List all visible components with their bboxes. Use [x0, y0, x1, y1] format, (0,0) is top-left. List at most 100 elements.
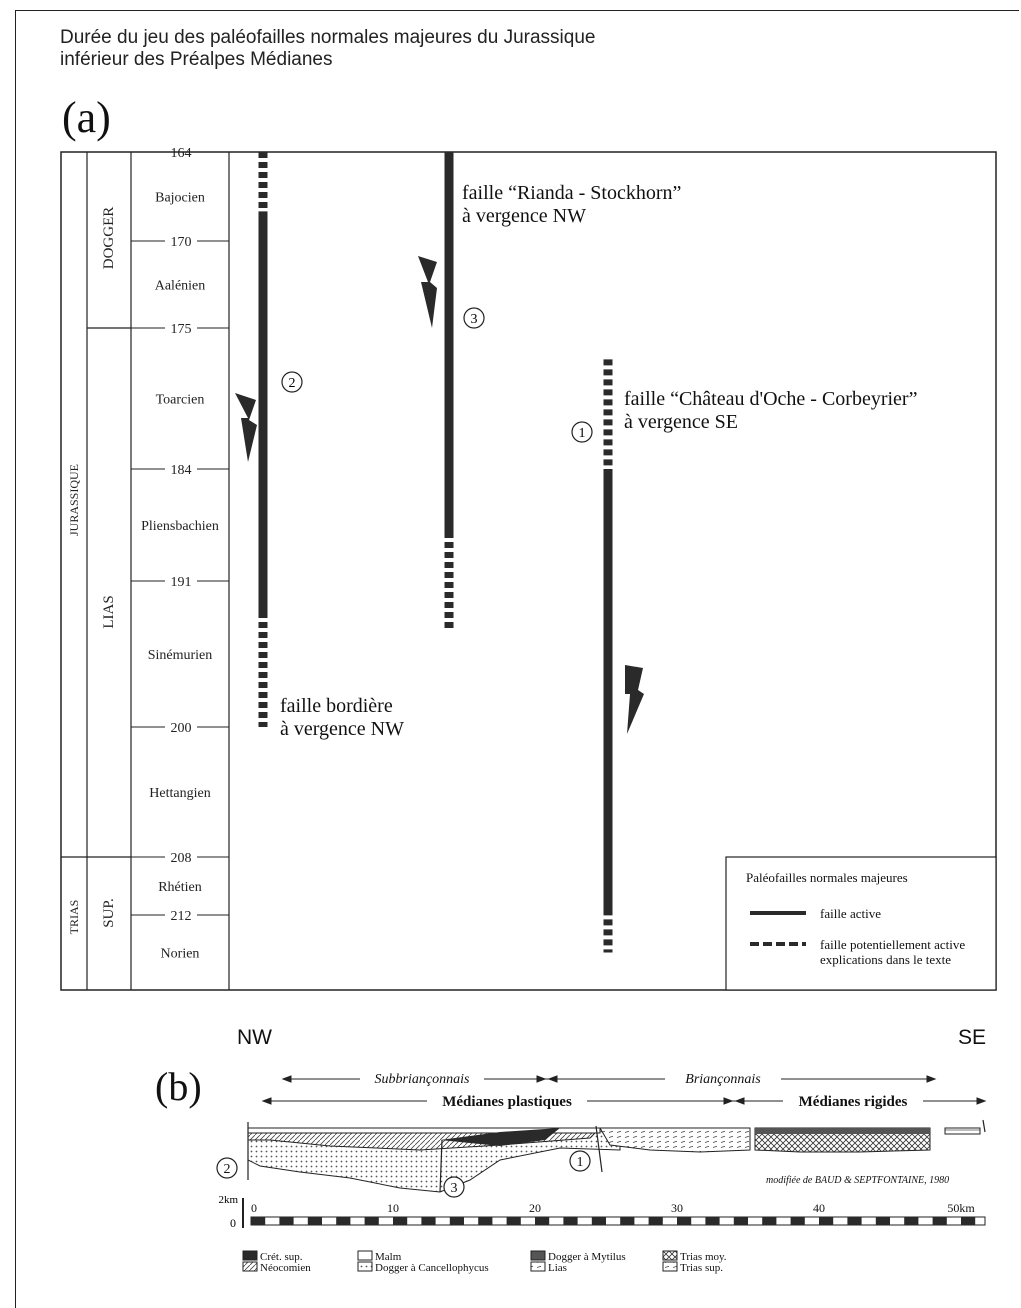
- km-block-10: [393, 1217, 408, 1225]
- panel-a-label: (a): [62, 93, 111, 142]
- chart-frame: [60, 151, 997, 991]
- fault-2-caption-line-1: faille bordière: [280, 695, 393, 717]
- km-block-6: [336, 1217, 351, 1225]
- domain-arrow-right-head: [926, 1075, 937, 1083]
- section-layer-klippe: [944, 1127, 981, 1135]
- km-scale-bar: [250, 1216, 986, 1226]
- legend-label-cret: Crét. sup.: [260, 1251, 303, 1263]
- km-block-40: [819, 1217, 834, 1225]
- km-block-32: [705, 1217, 720, 1225]
- series-label-lias: LIAS: [101, 595, 117, 628]
- km-block-18: [506, 1217, 521, 1225]
- legend-potential-label-line-2: explications dans le texte: [820, 952, 951, 967]
- km-block-42: [847, 1217, 862, 1225]
- section-layer-lias-brianconnais: [599, 1127, 751, 1153]
- km-scale-blocks: [251, 1217, 976, 1225]
- km-block-38: [790, 1217, 805, 1225]
- fault-legend: Paléofailles normales majeures faille ac…: [725, 856, 997, 991]
- legend-swatch-trias-sup: [662, 1261, 678, 1272]
- legend-swatch-malm: [357, 1250, 373, 1261]
- legend-label-malm: Malm: [375, 1251, 402, 1263]
- fault-2-number-text: 2: [289, 376, 296, 391]
- page-frame: [15, 10, 1019, 1308]
- legend-active-label: faille active: [820, 906, 881, 921]
- km-tick-label-2: 20: [529, 1201, 541, 1215]
- vertical-scale-bottom-label: 0: [230, 1216, 236, 1230]
- section-fault-2-number: 2: [224, 1162, 231, 1177]
- km-block-20: [535, 1217, 550, 1225]
- stratigraphic-chart: JURASSIQUE TRIAS DOGGER LIAS SUP. Bajoci…: [60, 146, 997, 991]
- stage-label-bajocien: Bajocien: [155, 191, 205, 206]
- section-legend: Crét. sup. Néocomien Malm Dogger à Cance…: [242, 1250, 727, 1274]
- km-block-4: [307, 1217, 322, 1225]
- series-label-dogger: DOGGER: [101, 207, 117, 270]
- km-tick-label-4: 40: [813, 1201, 825, 1215]
- legend-swatch-neocomien: [242, 1261, 258, 1272]
- fault-3-number: 3: [463, 307, 485, 329]
- legend-swatch-lias: [530, 1261, 546, 1272]
- figure-title-line-2: inférieur des Préalpes Médianes: [60, 49, 333, 70]
- stage-label-pliensbachien: Pliensbachien: [141, 519, 219, 534]
- domain-arrow-left-head: [281, 1075, 292, 1083]
- fault-2-movement-arrow: [235, 393, 257, 462]
- section-layer-dogger-mytilus: [755, 1128, 930, 1134]
- km-block-30: [677, 1217, 692, 1225]
- legend-label-lias: Lias: [548, 1262, 567, 1274]
- km-block-44: [875, 1217, 890, 1225]
- fault-1-movement-arrow: [625, 665, 644, 734]
- km-block-28: [648, 1217, 663, 1225]
- km-tick-label-1: 10: [387, 1201, 399, 1215]
- legend-label-trias-moy: Trias moy.: [680, 1251, 727, 1263]
- unit-label-medianes-rigides: Médianes rigides: [799, 1094, 908, 1110]
- km-block-0: [251, 1217, 266, 1225]
- legend-label-neocomien: Néocomien: [260, 1262, 311, 1274]
- figure-title: Durée du jeu des paléofailles normales m…: [60, 27, 860, 71]
- km-block-46: [904, 1217, 919, 1225]
- age-tick-label-7: 212: [171, 909, 192, 924]
- km-block-2: [279, 1217, 294, 1225]
- fault-1-number-text: 1: [579, 426, 586, 441]
- km-block-48: [932, 1217, 947, 1225]
- fault-3-caption-line-1: faille “Rianda - Stockhorn”: [462, 182, 681, 204]
- km-block-14: [449, 1217, 464, 1225]
- stage-label-rhetien: Rhétien: [158, 880, 202, 895]
- km-block-34: [733, 1217, 748, 1225]
- age-tick-label-6: 208: [171, 851, 192, 866]
- unit-arrow-right-head: [976, 1097, 987, 1105]
- fault-2-number: 2: [281, 371, 303, 393]
- km-tick-label-5: 50km: [947, 1201, 975, 1215]
- fault-legend-box: [725, 856, 997, 991]
- section-layer-cret-sup: [440, 1128, 560, 1146]
- section-end-marker: [982, 1119, 986, 1133]
- legend-swatch-cancellophycus: [357, 1261, 373, 1272]
- system-label-trias: TRIAS: [67, 900, 81, 935]
- unit-arrow-left-head: [261, 1097, 272, 1105]
- domain-arrow-mid-head-1: [536, 1075, 547, 1083]
- nw-label: NW: [237, 1026, 272, 1049]
- km-block-26: [620, 1217, 635, 1225]
- fault-1-number: 1: [571, 421, 593, 443]
- km-block-16: [478, 1217, 493, 1225]
- section-fault-2-circle: [216, 1157, 238, 1179]
- stage-label-aalenien: Aalénien: [155, 279, 206, 294]
- km-block-24: [591, 1217, 606, 1225]
- legend-swatch-mytilus: [530, 1250, 546, 1261]
- fault-1-caption-line-1: faille “Château d'Oche - Corbeyrier”: [624, 388, 917, 410]
- fault-1-caption-line-2: à vergence SE: [624, 411, 738, 433]
- age-tick-label-1: 170: [171, 235, 192, 250]
- section-fault-3-circle: [443, 1176, 465, 1198]
- system-label-jurassique: JURASSIQUE: [67, 464, 81, 536]
- section-fault-1-number: 1: [577, 1155, 584, 1170]
- legend-label-trias-sup: Trias sup.: [680, 1262, 723, 1274]
- se-label: SE: [958, 1026, 987, 1049]
- cross-section: Subbriançonnais Briançonnais Médianes pl…: [216, 1070, 987, 1274]
- domain-label-subbrianconnais: Subbriançonnais: [375, 1072, 470, 1087]
- legend-swatch-cret: [242, 1250, 258, 1261]
- stage-labels: BajocienAalénienToarcienPliensbachienSin…: [141, 191, 219, 962]
- stage-label-sinemurien: Sinémurien: [148, 648, 213, 663]
- km-block-12: [421, 1217, 436, 1225]
- legend-potential-label-line-1: faille potentiellement active: [820, 937, 965, 952]
